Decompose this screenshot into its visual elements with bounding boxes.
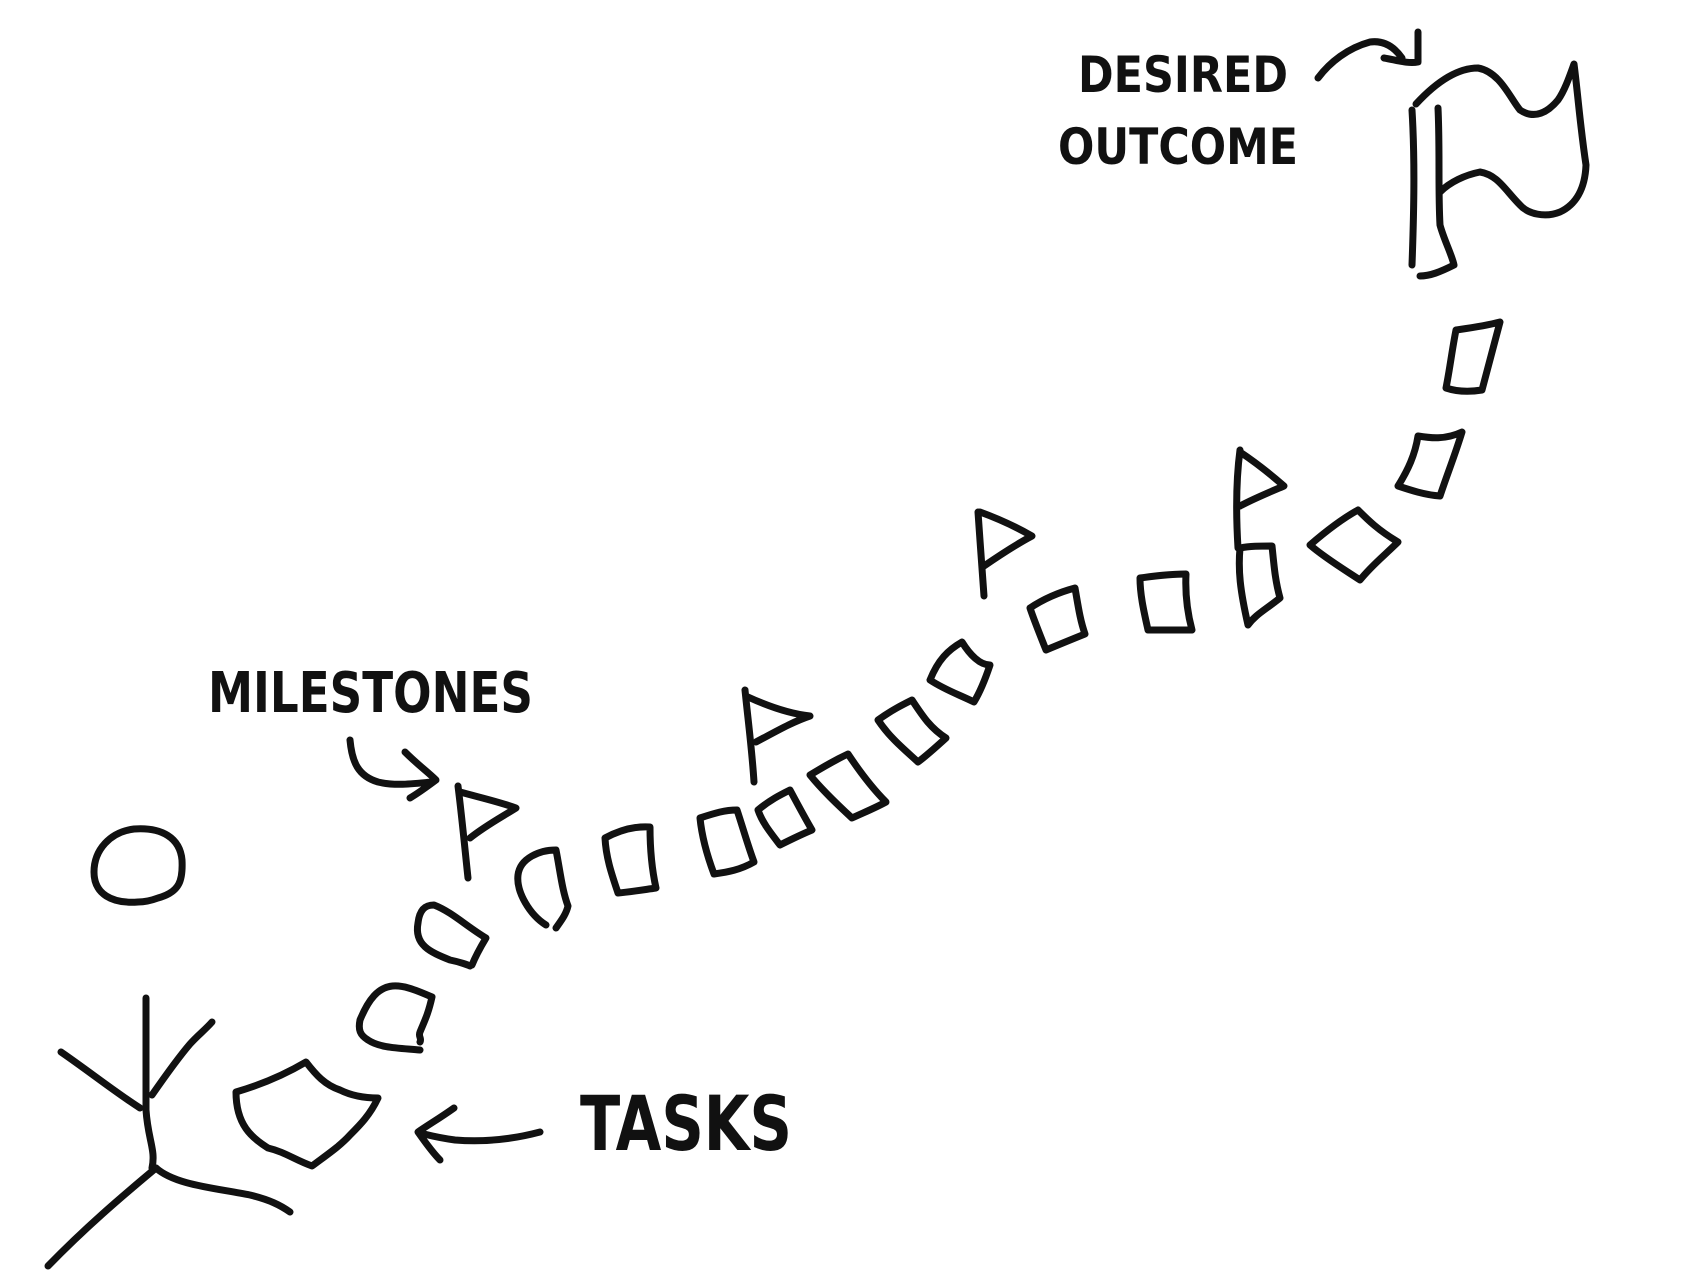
flag-pole: [1233, 446, 1244, 552]
flag-pennant: [1412, 60, 1590, 219]
stick-figure-body: [142, 994, 157, 1172]
flag-pennant: [1236, 448, 1288, 510]
task-box: [601, 823, 660, 897]
flag-pennant: [744, 693, 814, 746]
task-box: [754, 786, 816, 849]
milestones-label: MILESTONES: [208, 661, 533, 726]
curved-arrow-icon: [346, 736, 440, 802]
task-box: [355, 982, 436, 1054]
stick-figure-left-leg: [44, 1164, 160, 1270]
task-box: [232, 1058, 382, 1170]
desired-outcome-label-line2: OUTCOME: [1058, 118, 1298, 176]
flag-pennant: [456, 788, 520, 842]
flag-pole: [741, 686, 758, 786]
task-box: [1306, 506, 1402, 584]
task-box: [696, 806, 758, 878]
milestones-flags: [454, 446, 1288, 882]
annotation-arrows: [346, 28, 1422, 1164]
task-box: [926, 638, 994, 706]
task-box: [1026, 584, 1089, 654]
milestone-flag: [1233, 446, 1288, 552]
flag-pole: [454, 782, 472, 882]
task-box: [1235, 542, 1284, 629]
task-box: [806, 750, 890, 822]
desired-outcome-flag: [1408, 60, 1590, 280]
flag-pole: [974, 508, 988, 600]
task-box: [1136, 570, 1196, 634]
tasks-label: TASKS: [580, 1079, 792, 1168]
task-box: [1442, 318, 1504, 395]
milestone-flag: [974, 508, 1036, 600]
desired-outcome-label-line1: DESIRED: [1078, 46, 1288, 104]
stick-figure-left-arm: [57, 1048, 144, 1112]
stick-figure-right-arm: [148, 1018, 216, 1099]
flag-pole: [1408, 104, 1458, 280]
milestone-flag: [454, 782, 520, 882]
arrow-left-icon: [414, 1104, 544, 1164]
task-box: [413, 901, 490, 970]
stick-figure-head: [90, 825, 186, 906]
task-box: [874, 696, 950, 766]
milestone-flag: [741, 686, 814, 786]
stick-figure: [44, 825, 294, 1270]
task-box: [1394, 428, 1466, 500]
curved-arrow-icon: [1314, 28, 1422, 82]
stick-figure-right-leg: [152, 1164, 294, 1216]
flag-pennant: [976, 508, 1036, 570]
tasks-path: [232, 318, 1504, 1170]
task-box: [514, 846, 572, 932]
